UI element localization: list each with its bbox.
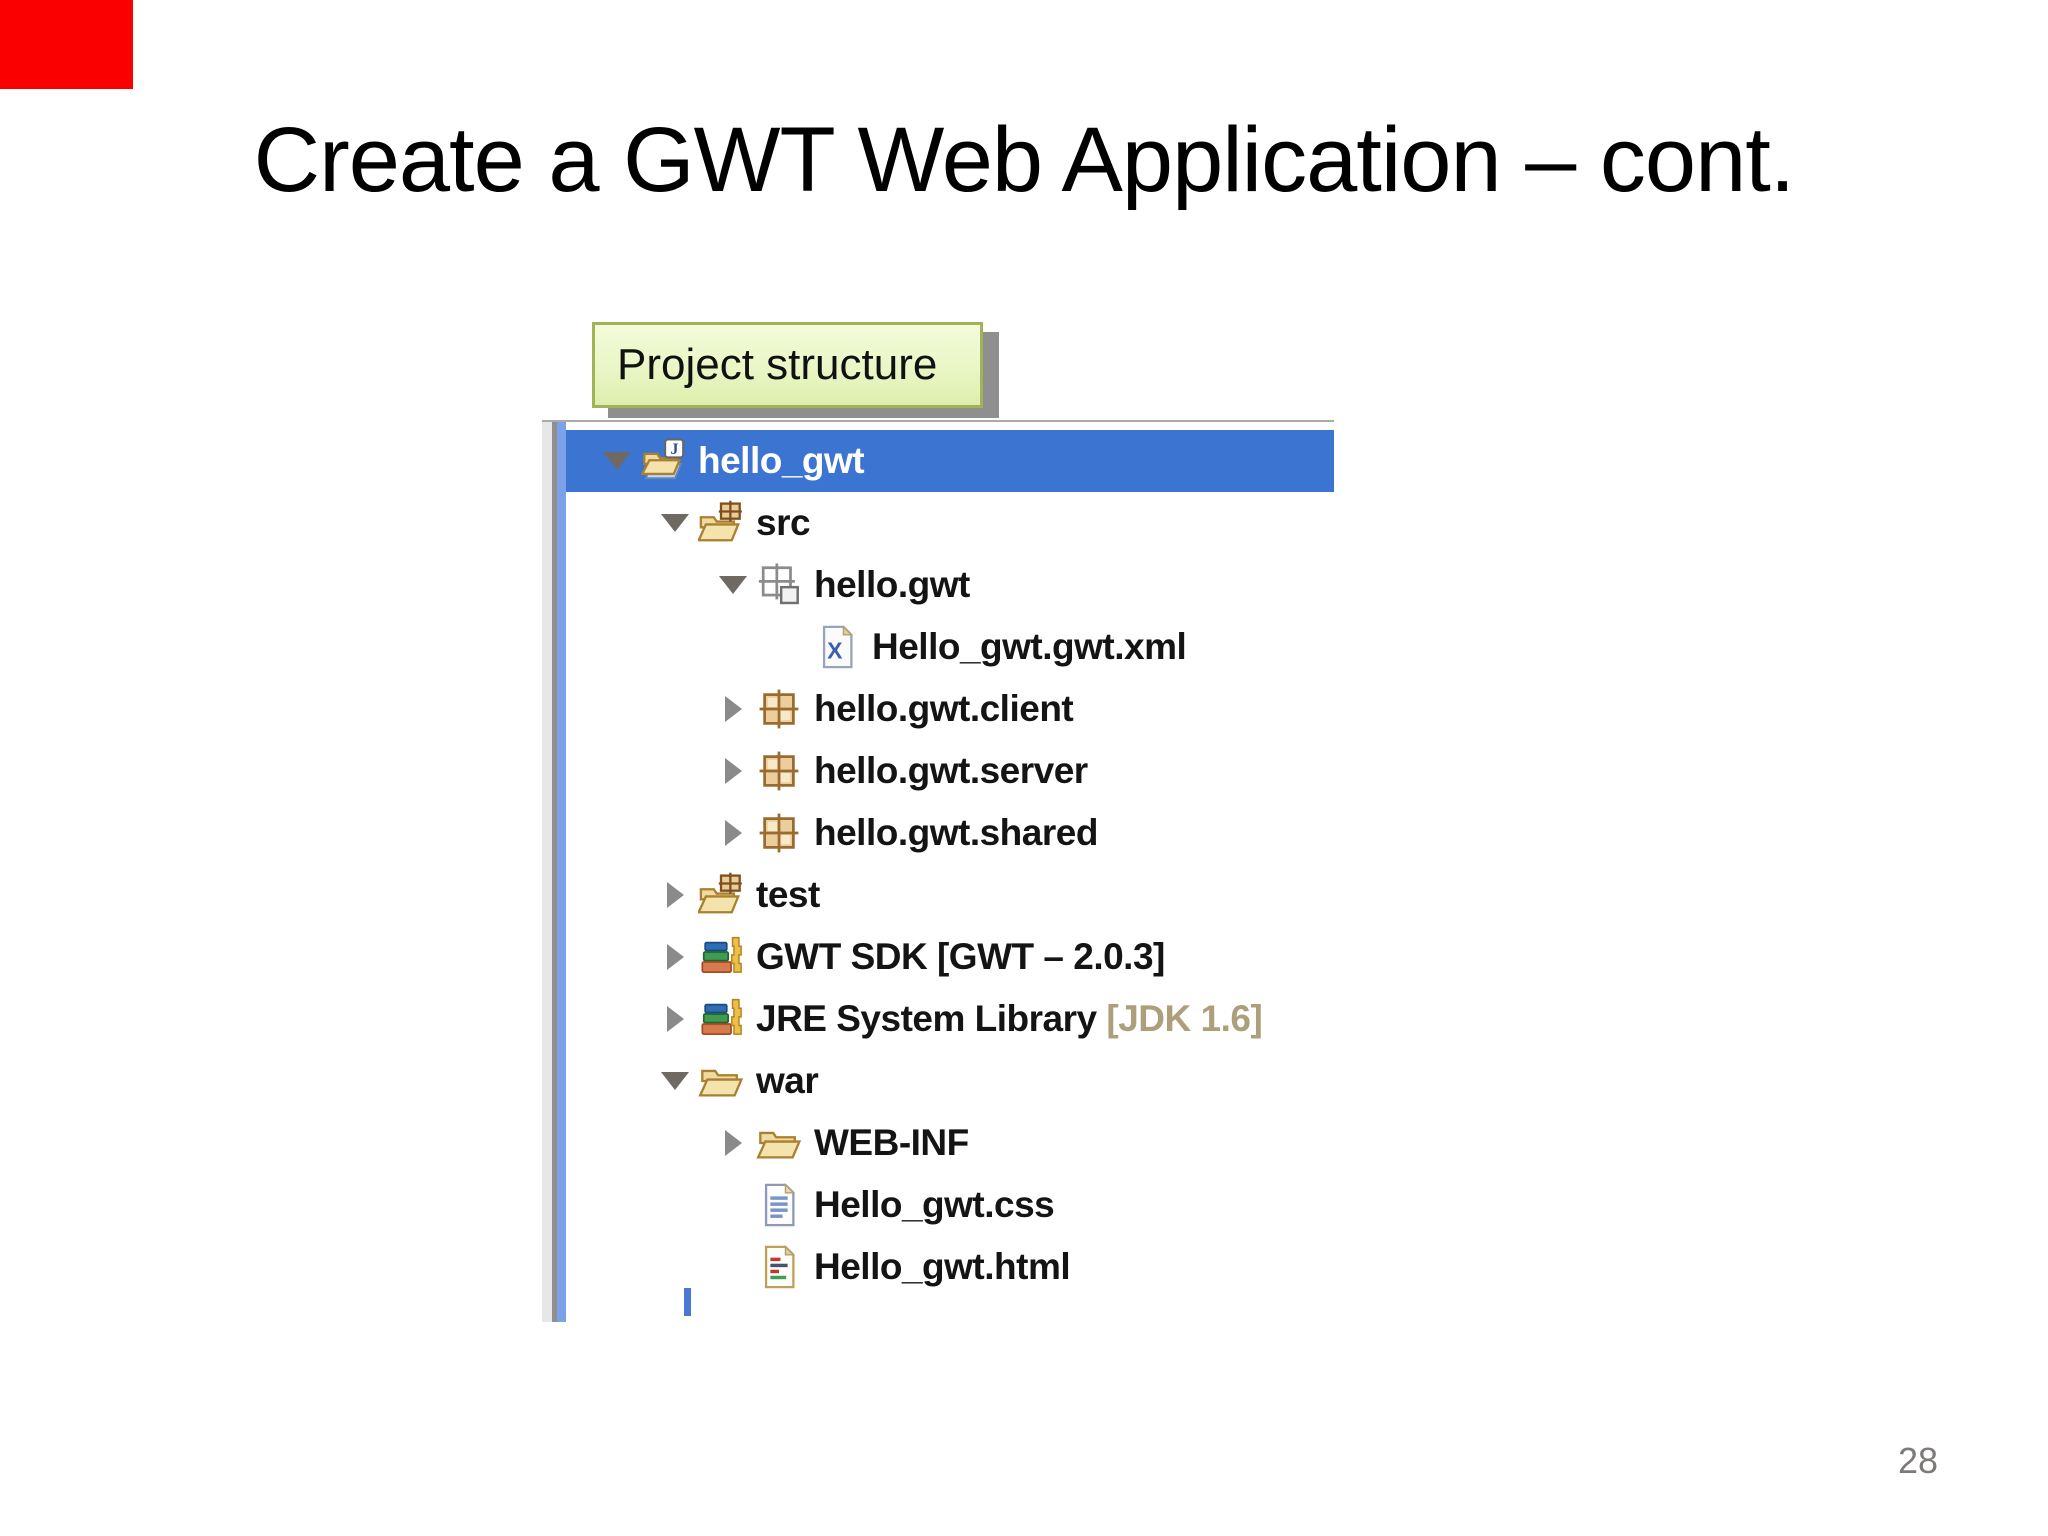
- library-icon: [698, 996, 744, 1042]
- panel-focus-line[interactable]: [557, 422, 566, 1322]
- tree-item-label-text: hello_gwt: [698, 440, 865, 481]
- corner-marker: [0, 0, 133, 89]
- tree-item-label: Hello_gwt.gwt.xml: [872, 626, 1187, 668]
- tree-item-label: hello_gwt: [698, 440, 865, 482]
- svg-text:J: J: [671, 441, 679, 458]
- tree-item-label-text: Hello_gwt.css: [814, 1184, 1055, 1225]
- tree-item-label-text: hello.gwt: [814, 564, 970, 605]
- tree-item-label: hello.gwt.client: [814, 688, 1074, 730]
- svg-text:X: X: [827, 638, 843, 664]
- tree-item-hello-gwt-gwt-xml[interactable]: X Hello_gwt.gwt.xml: [566, 616, 1334, 678]
- tree-item-label: src: [756, 502, 811, 544]
- java-project-icon: J: [640, 438, 686, 484]
- tree-item-label: hello.gwt: [814, 564, 970, 606]
- disclosure-triangle-collapsed-icon[interactable]: [652, 864, 698, 926]
- tree-item-label: GWT SDK [GWT – 2.0.3]: [756, 936, 1165, 978]
- tree-item-label-text: Hello_gwt.gwt.xml: [872, 626, 1187, 667]
- disclosure-triangle-expanded-icon[interactable]: [652, 492, 698, 554]
- callout-project-structure: Project structure: [592, 322, 983, 408]
- tree-item-label: test: [756, 874, 820, 916]
- source-folder-icon: [698, 872, 744, 918]
- tree-item-label-text: hello.gwt.server: [814, 750, 1088, 791]
- tree-item-label: Hello_gwt.html: [814, 1246, 1071, 1288]
- package-icon: [756, 686, 802, 732]
- tree-item-label-text: src: [756, 502, 811, 543]
- package-empty-icon: [756, 562, 802, 608]
- text-cursor-mark: [684, 1288, 691, 1316]
- tree-item-label: WEB-INF: [814, 1122, 969, 1164]
- xml-file-icon: X: [814, 624, 860, 670]
- disclosure-triangle-collapsed-icon[interactable]: [710, 1112, 756, 1174]
- folder-icon: [756, 1120, 802, 1166]
- tree-item-label-text: test: [756, 874, 820, 915]
- library-icon: [698, 934, 744, 980]
- disclosure-triangle-collapsed-icon[interactable]: [652, 926, 698, 988]
- tree-item-hello-gwt-shared[interactable]: hello.gwt.shared: [566, 802, 1334, 864]
- tree-item-label-text: JRE System Library: [756, 998, 1097, 1039]
- tree-item-label-text: GWT SDK [GWT – 2.0.3]: [756, 936, 1165, 977]
- tree-item-label-text: hello.gwt.shared: [814, 812, 1098, 853]
- disclosure-triangle-collapsed-icon[interactable]: [710, 740, 756, 802]
- tree-item-hello-gwt-client[interactable]: hello.gwt.client: [566, 678, 1334, 740]
- page-title: Create a GWT Web Application – cont.: [253, 109, 1796, 211]
- folder-icon: [698, 1058, 744, 1104]
- tree-item-label-suffix: [JDK 1.6]: [1096, 998, 1263, 1039]
- tree-item-label-text: Hello_gwt.html: [814, 1246, 1071, 1287]
- disclosure-triangle-collapsed-icon[interactable]: [710, 678, 756, 740]
- html-file-icon: [756, 1244, 802, 1290]
- package-icon: [756, 810, 802, 856]
- tree-item-label: JRE System Library [JDK 1.6]: [756, 998, 1263, 1040]
- tree-item-hello-gwt-server[interactable]: hello.gwt.server: [566, 740, 1334, 802]
- callout-label: Project structure: [617, 340, 938, 389]
- tree-item-hello-gwt-html[interactable]: Hello_gwt.html: [566, 1236, 1334, 1298]
- tree-item-web-inf[interactable]: WEB-INF: [566, 1112, 1334, 1174]
- tree-item-jre-system-library[interactable]: JRE System Library [JDK 1.6]: [566, 988, 1334, 1050]
- tree-item-src[interactable]: src: [566, 492, 1334, 554]
- disclosure-triangle-expanded-icon[interactable]: [594, 430, 640, 492]
- disclosure-triangle-expanded-icon[interactable]: [710, 554, 756, 616]
- tree-item-label-text: WEB-INF: [814, 1122, 969, 1163]
- tree-item-hello-gwt[interactable]: hello.gwt: [566, 554, 1334, 616]
- disclosure-triangle-collapsed-icon[interactable]: [652, 988, 698, 1050]
- disclosure-spacer: [710, 1236, 756, 1298]
- tree-item-label: war: [756, 1060, 819, 1102]
- disclosure-spacer: [768, 616, 814, 678]
- tree-item-label-text: hello.gwt.client: [814, 688, 1074, 729]
- tree-item-war[interactable]: war: [566, 1050, 1334, 1112]
- disclosure-triangle-expanded-icon[interactable]: [652, 1050, 698, 1112]
- tree-item-label: hello.gwt.shared: [814, 812, 1098, 854]
- disclosure-spacer: [710, 1174, 756, 1236]
- tree-item-label: Hello_gwt.css: [814, 1184, 1055, 1226]
- css-file-icon: [756, 1182, 802, 1228]
- tree-item-gwt-sdk-gwt-2-0-3[interactable]: GWT SDK [GWT – 2.0.3]: [566, 926, 1334, 988]
- tree-item-label: hello.gwt.server: [814, 750, 1088, 792]
- tree-item-label-text: war: [756, 1060, 819, 1101]
- disclosure-triangle-collapsed-icon[interactable]: [710, 802, 756, 864]
- source-folder-icon: [698, 500, 744, 546]
- package-icon: [756, 748, 802, 794]
- panel-edge-strip: [542, 422, 552, 1322]
- tree-item-test[interactable]: test: [566, 864, 1334, 926]
- panel-border-line: [552, 422, 557, 1322]
- tree-item-hello-gwt-css[interactable]: Hello_gwt.css: [566, 1174, 1334, 1236]
- page-number: 28: [1897, 1440, 1939, 1481]
